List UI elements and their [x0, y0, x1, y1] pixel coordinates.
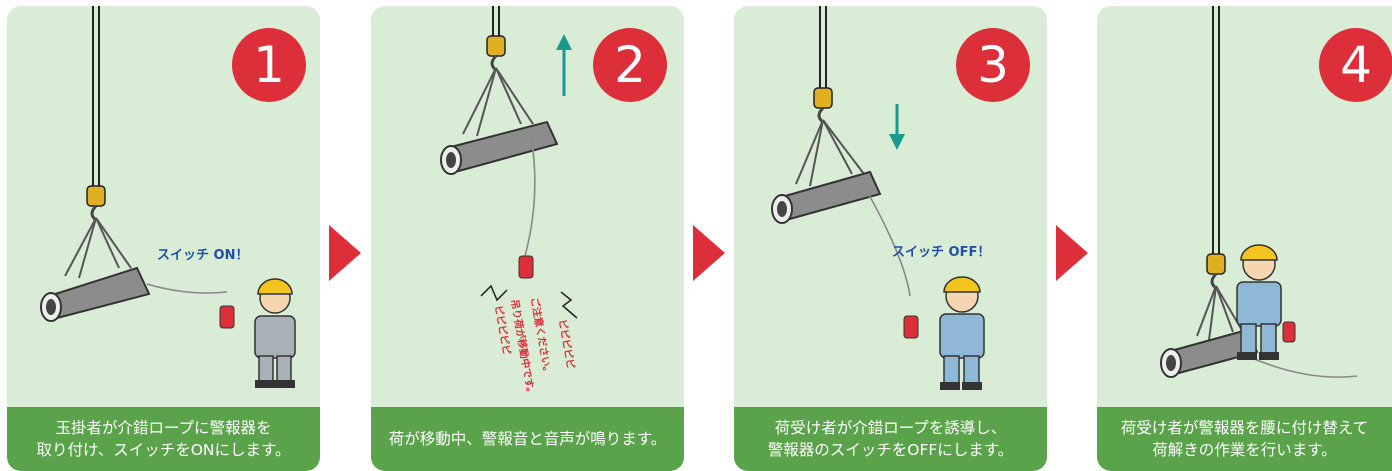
step-3-caption: 荷受け者が介錯ロープを誘導し、 警報器のスイッチをOFFにします。: [734, 407, 1047, 471]
alarm-sound-text: ピピピピピ: [492, 304, 513, 355]
caption-line: 荷受け者が警報器を腰に付け替えて: [1120, 419, 1369, 437]
caption-line: 警報器のスイッチをOFFにします。: [767, 441, 1014, 459]
caption-line: 荷受け者が介錯ロープを誘導し、: [774, 419, 1007, 437]
step-number-badge: 1: [232, 28, 306, 102]
step-4-illustration: [1160, 6, 1358, 378]
next-step-arrow: [329, 225, 361, 281]
caption-line: 玉掛者が介錯ロープに警報器を: [55, 419, 272, 437]
step-3-illustration: スイッチ OFF！: [771, 6, 990, 390]
step-1-panel: スイッチ ON！ 1 玉掛者が介錯ロープに警報器を 取り付け、スイッチをONにし…: [7, 6, 320, 471]
step-4-panel: 4 荷受け者が警報器を腰に付け替えて 荷解きの作業を行います。: [1097, 6, 1392, 471]
step-number-badge: 4: [1319, 28, 1392, 102]
step-2-caption: 荷が移動中、警報音と音声が鳴ります。: [371, 407, 684, 471]
caption-line: 取り付け、スイッチをONにします。: [36, 441, 291, 459]
step-1-illustration: スイッチ ON！: [40, 6, 296, 388]
step-2-panel: ピピピピピ 吊り荷が移動中です。 ご注意ください。 ピピピピピ 2 荷が移動中、…: [371, 6, 684, 471]
step-3-panel: スイッチ OFF！ 3 荷受け者が介錯ロープを誘導し、 警報器のスイッチをOFF…: [734, 6, 1047, 471]
caption-line: 荷が移動中、警報音と音声が鳴ります。: [388, 430, 667, 448]
step-1-caption: 玉掛者が介錯ロープに警報器を 取り付け、スイッチをONにします。: [7, 407, 320, 471]
switch-off-callout: スイッチ OFF！: [892, 245, 990, 260]
step-number-badge: 2: [593, 28, 667, 102]
step-4-caption: 荷受け者が警報器を腰に付け替えて 荷解きの作業を行います。: [1097, 407, 1392, 471]
next-step-arrow: [1056, 225, 1088, 281]
switch-on-callout: スイッチ ON！: [157, 248, 248, 263]
step-2-illustration: ピピピピピ 吊り荷が移動中です。 ご注意ください。 ピピピピピ: [440, 6, 578, 398]
alarm-sound-text: ピピピピピ: [556, 318, 577, 369]
step-number-badge: 3: [956, 28, 1030, 102]
caption-line: 荷解きの作業を行います。: [1152, 441, 1337, 459]
voice-message-text: ご注意ください。: [528, 296, 555, 377]
next-step-arrow: [693, 225, 725, 281]
